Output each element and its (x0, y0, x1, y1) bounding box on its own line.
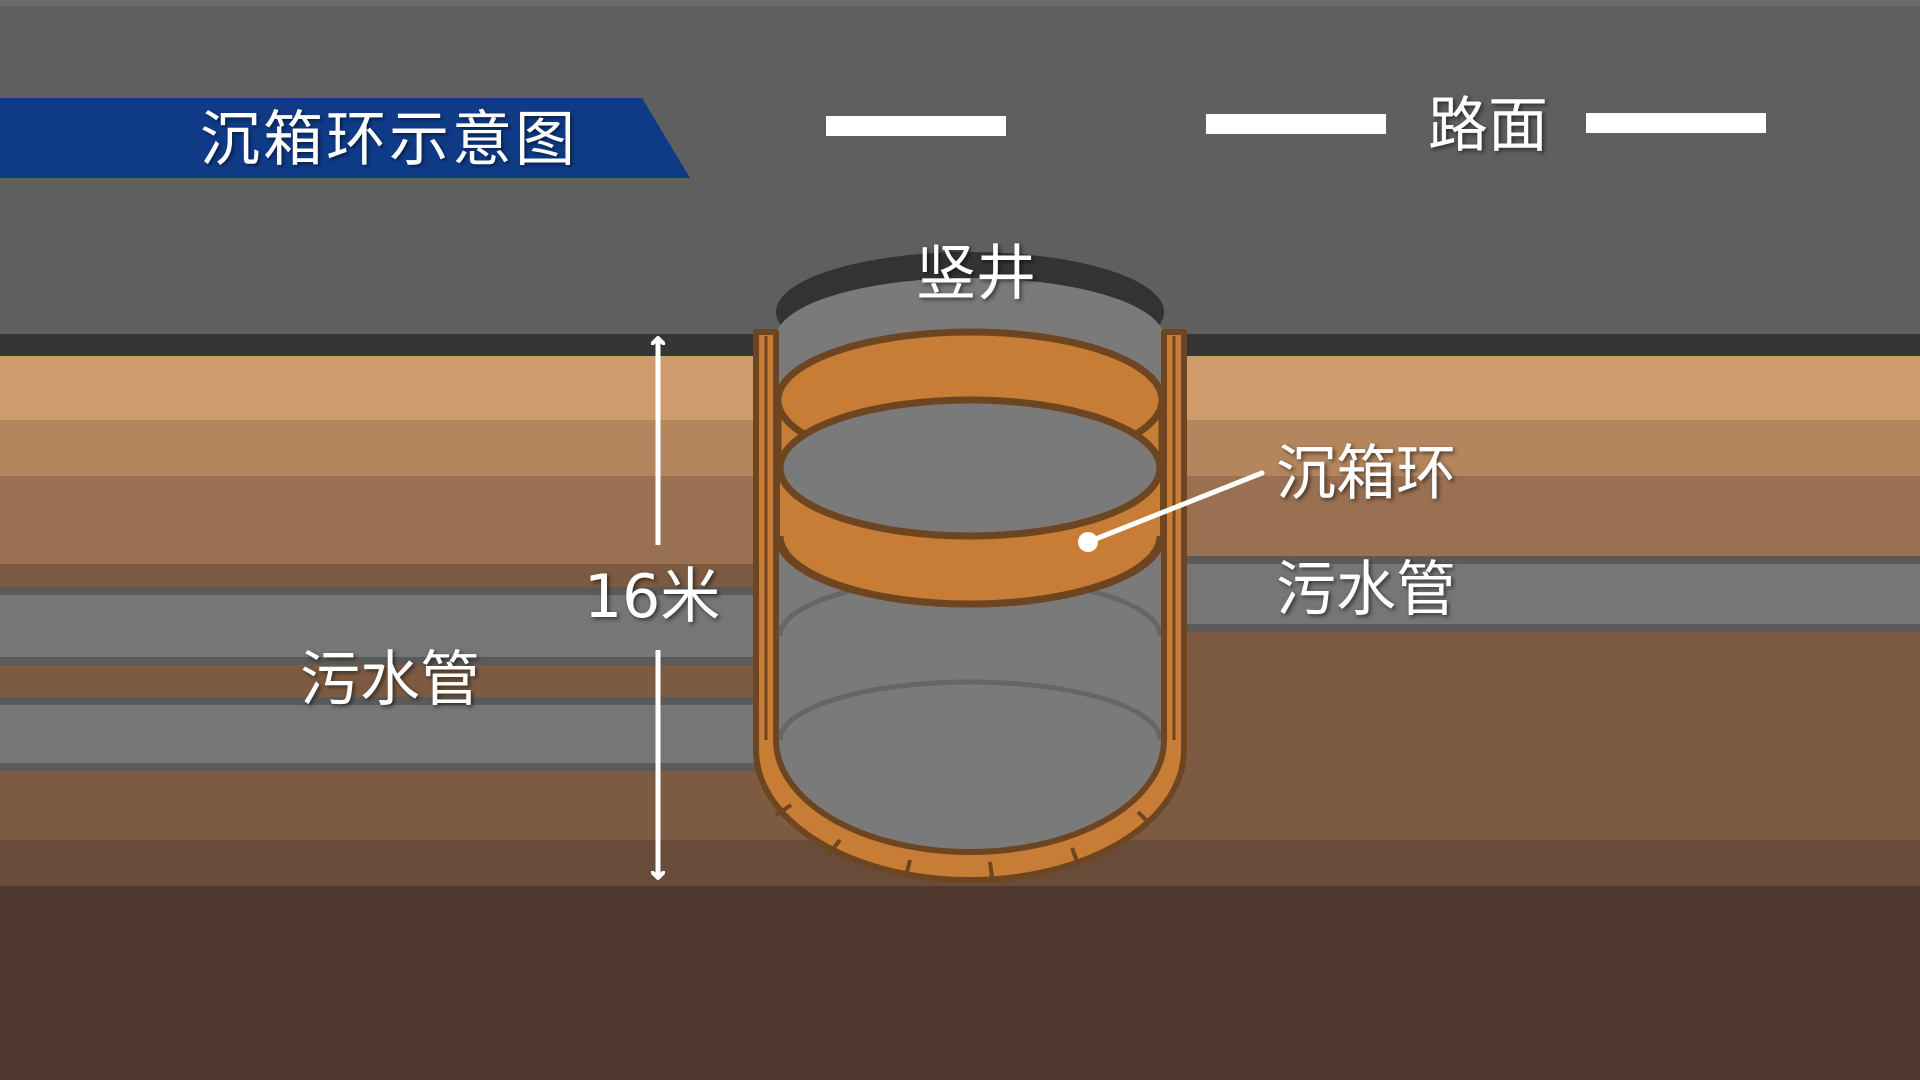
sewer-pipe-right-label: 污水管 (1276, 555, 1456, 625)
road-marking (1206, 114, 1386, 134)
diagram-title: 沉箱环示意图 (200, 105, 578, 175)
shaft-inner-ring (777, 679, 1163, 741)
depth-label: 16米 (584, 562, 721, 632)
shaft-label: 竖井 (916, 239, 1036, 309)
road-marking (1586, 113, 1766, 133)
road-marking (826, 116, 1006, 136)
sewer-pipe-left-lower (0, 697, 760, 771)
caisson-ring-label: 沉箱环 (1276, 439, 1456, 509)
title-banner (0, 98, 690, 178)
sewer-pipe-left-label: 污水管 (300, 645, 480, 715)
road-label: 路面 (1428, 91, 1548, 161)
sewer-pipe-left-upper (0, 587, 760, 665)
caisson-ring-pointer (1078, 470, 1265, 552)
soil-layer-6 (0, 886, 1920, 1080)
shaft-bottom-segments (774, 803, 1152, 879)
road-shadow-band (0, 0, 1920, 6)
shaft-outer-shell (753, 329, 1187, 883)
sewer-pipe-right (1175, 556, 1920, 632)
caisson-ring (774, 328, 1166, 608)
